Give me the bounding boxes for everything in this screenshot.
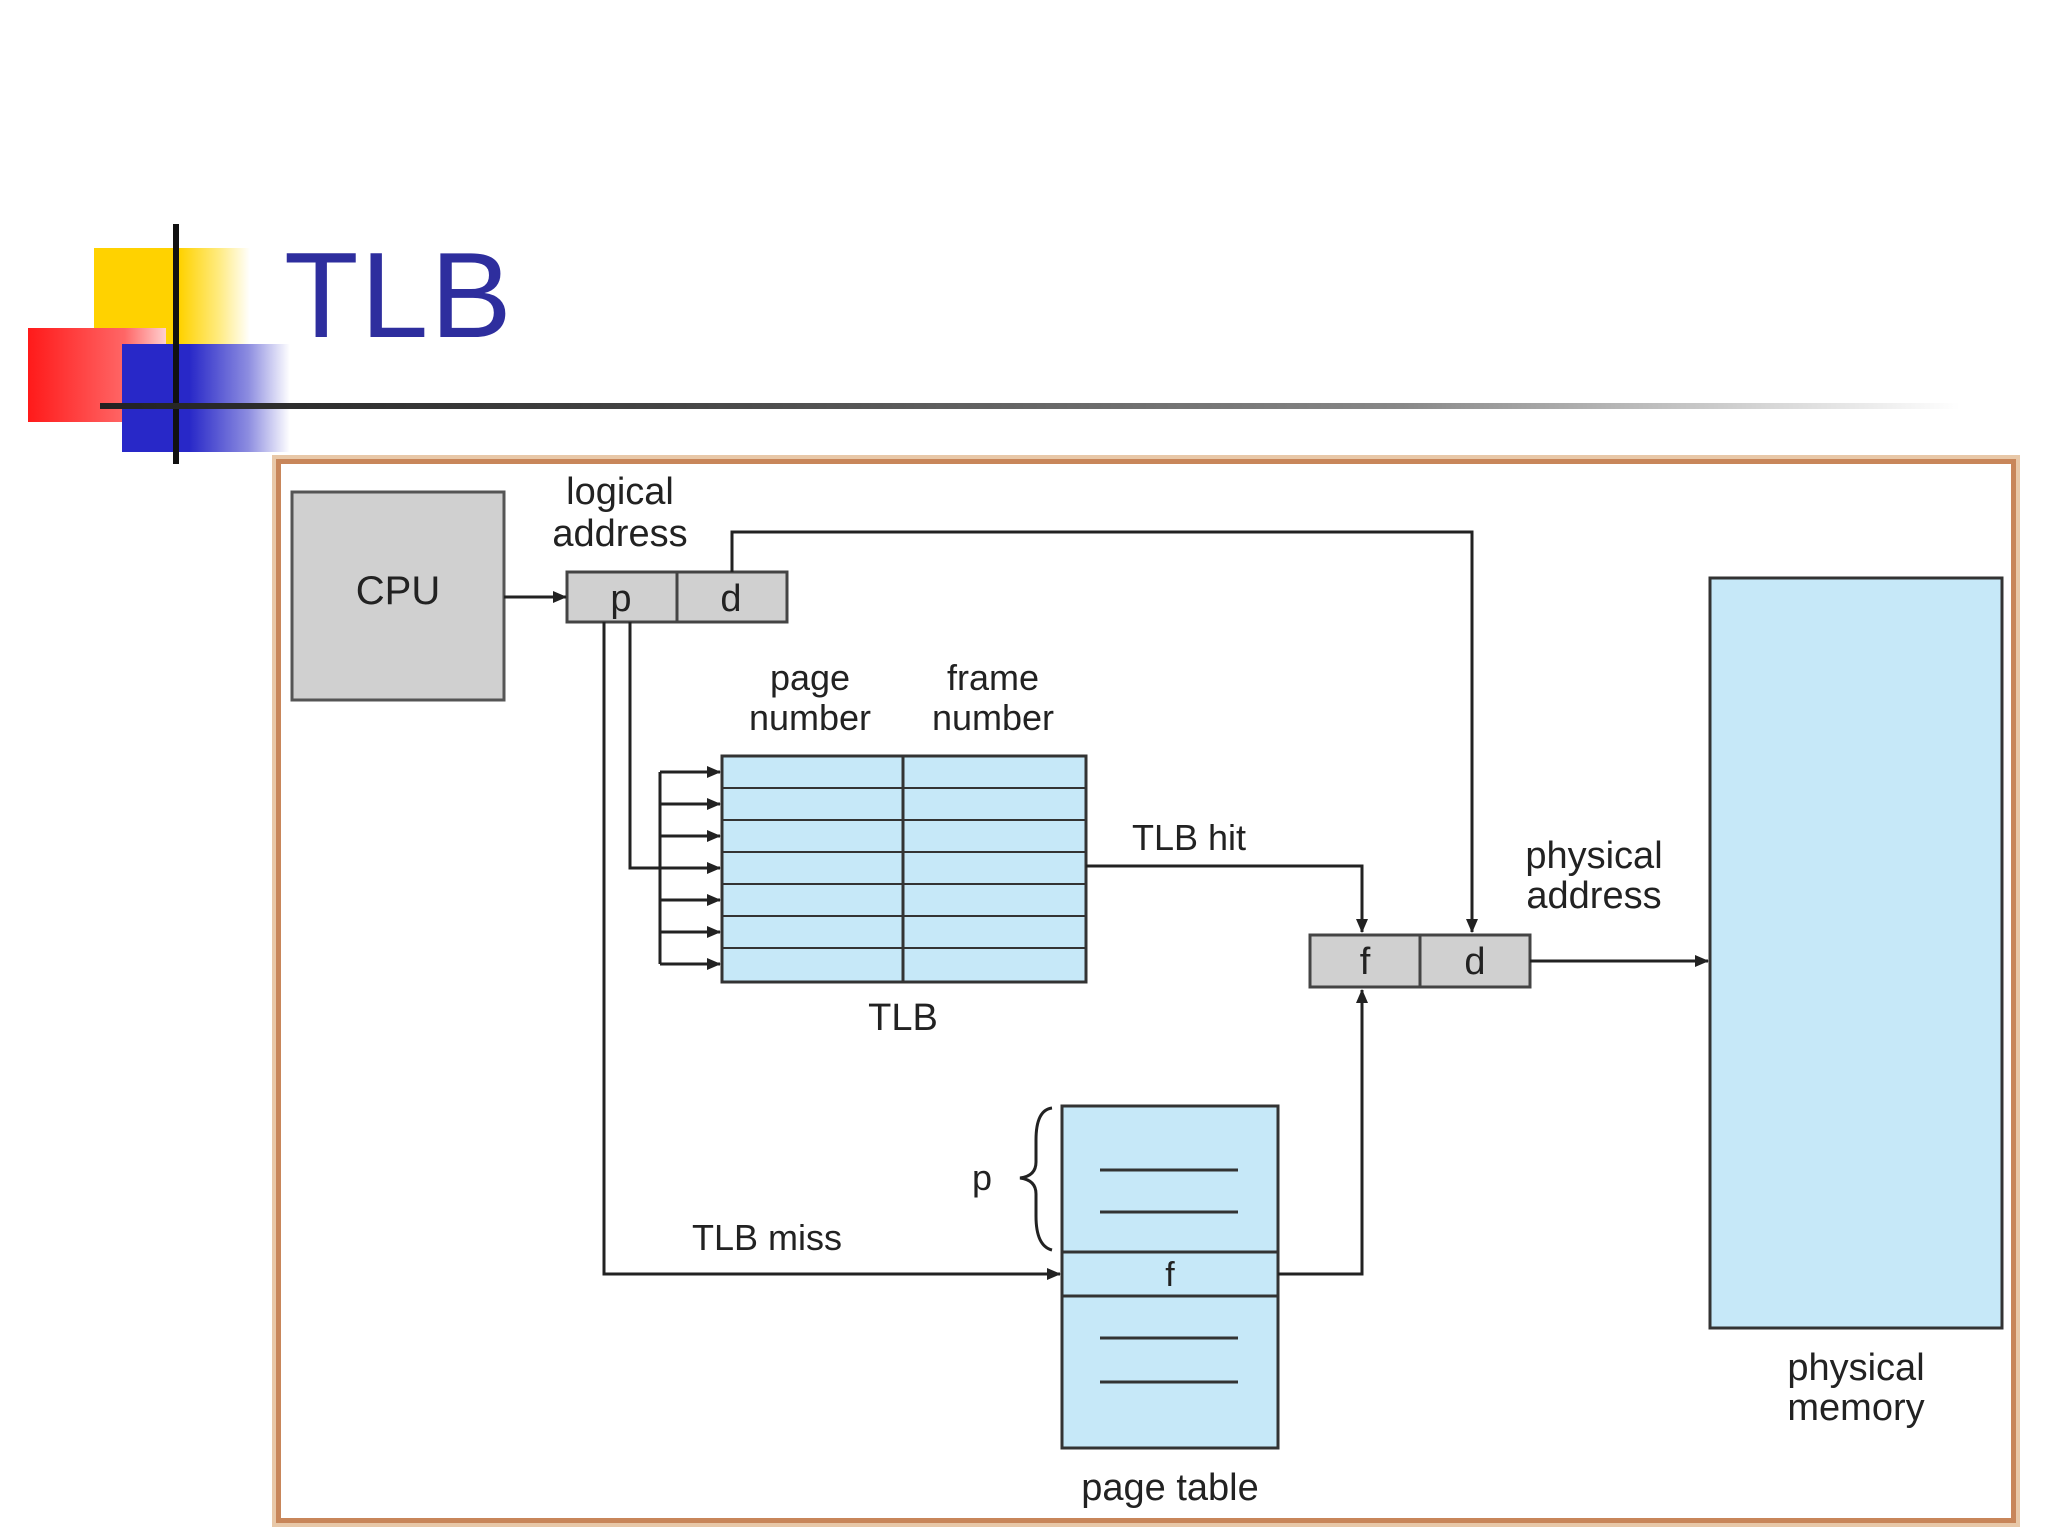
tlb-header-frame-line2: number: [932, 697, 1054, 738]
page-table: [1060, 1104, 1280, 1450]
tlb-miss-label: TLB miss: [692, 1217, 842, 1258]
tlb-label: TLB: [868, 997, 938, 1039]
tlb-miss-arrow: [602, 622, 1061, 1280]
physical-f: f: [1360, 941, 1371, 983]
physical-memory-label-line2: memory: [1787, 1387, 1924, 1429]
physical-memory-label-line1: physical: [1787, 1347, 1924, 1389]
tlb-header-frame-line1: frame: [947, 657, 1039, 698]
cpu-label: CPU: [356, 569, 440, 613]
logical-p: p: [610, 578, 631, 620]
d-offset-line: [730, 530, 1478, 933]
page-table-to-physical-arrow: [1278, 989, 1368, 1276]
page-table-f: f: [1165, 1256, 1175, 1294]
decor-vertical-rule: [173, 224, 179, 464]
page-table-label: page table: [1081, 1467, 1259, 1509]
logical-address-label-line2: address: [552, 513, 687, 555]
page-table-brace: [1019, 1106, 1053, 1252]
tlb-header-page-line1: page: [770, 657, 850, 698]
physical-memory-box: [1708, 576, 2004, 1330]
tlb-header-page-line2: number: [749, 697, 871, 738]
cpu-box: [290, 490, 506, 702]
tlb-search-arrows: [628, 622, 721, 970]
physical-address-label-line2: address: [1526, 875, 1661, 917]
slide-title: TLB: [284, 227, 514, 363]
tlb-table: [720, 754, 1088, 984]
physical-address-label-line1: physical: [1525, 835, 1662, 877]
logical-d: d: [720, 578, 741, 620]
decor-blue-square: [122, 344, 290, 452]
physical-d: d: [1464, 941, 1485, 983]
logical-address-label-line1: logical: [566, 471, 674, 513]
tlb-hit-label: TLB hit: [1132, 817, 1246, 858]
tlb-hit-arrow: [1086, 864, 1368, 933]
page-table-p: p: [972, 1157, 992, 1198]
title-underline: [100, 403, 1960, 409]
